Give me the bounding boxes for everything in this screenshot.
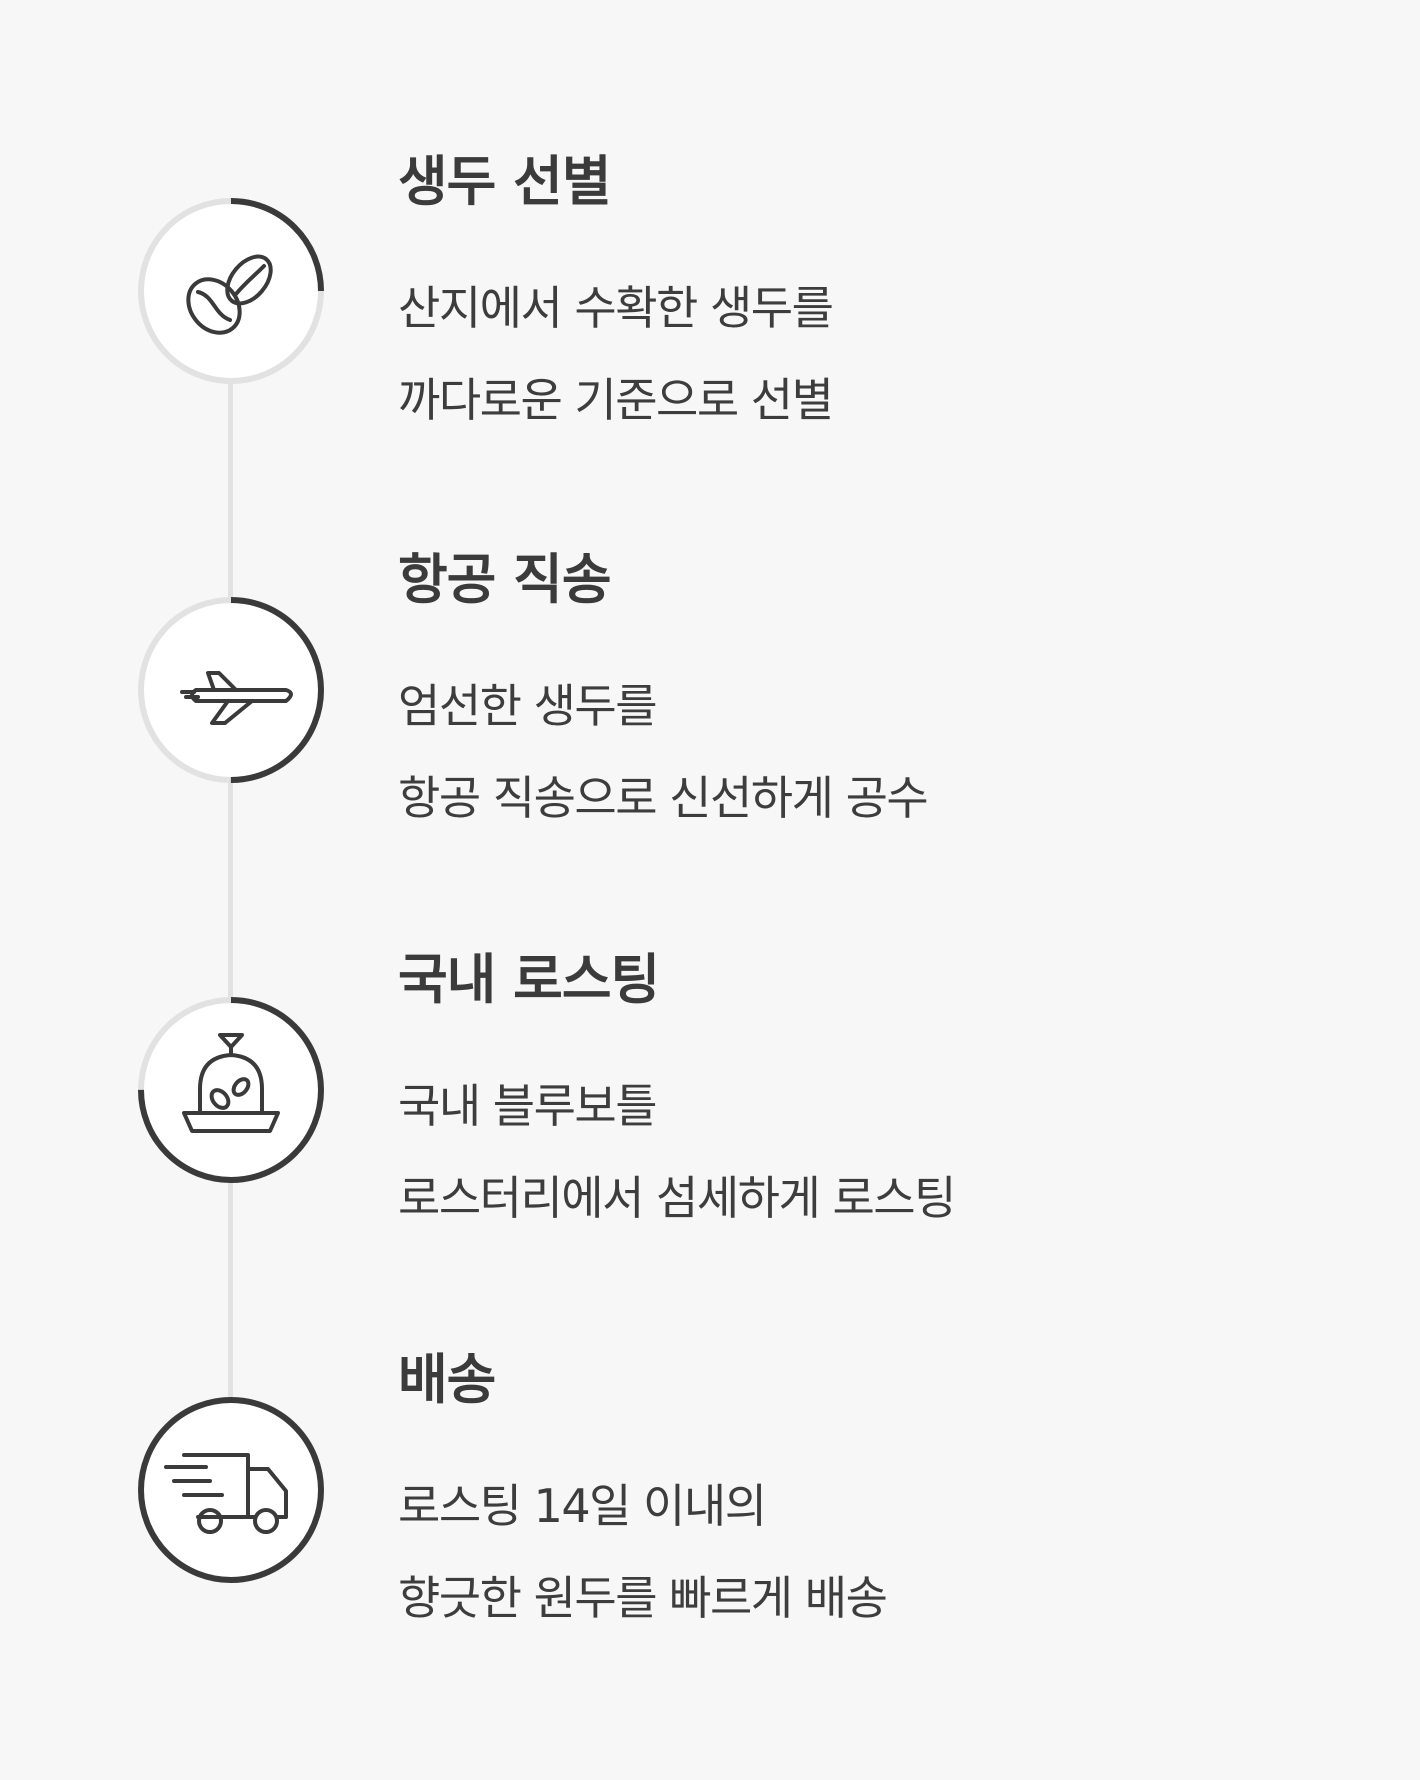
step-2-title: 항공 직송 xyxy=(398,548,612,611)
step-2-progress-ring xyxy=(138,597,324,783)
step-2-icon-circle xyxy=(136,595,326,785)
step-4-title: 배송 xyxy=(398,1348,496,1411)
step-2-description: 엄선한 생두를 항공 직송으로 신선하게 공수 xyxy=(398,660,929,844)
step-4-progress-ring xyxy=(138,1397,324,1583)
step-4-desc-line-2: 향긋한 원두를 빠르게 배송 xyxy=(398,1571,888,1625)
roaster-icon xyxy=(182,1033,280,1133)
step-1-description: 산지에서 수확한 생두를 까다로운 기준으로 선별 xyxy=(398,262,834,446)
step-1-icon-circle xyxy=(136,196,326,386)
delivery-truck-icon xyxy=(164,1453,288,1534)
step-3-icon-circle xyxy=(136,995,326,1185)
step-4-desc-line-1: 로스팅 14일 이내의 xyxy=(398,1479,767,1533)
step-3-progress-ring xyxy=(138,997,324,1183)
step-4-description: 로스팅 14일 이내의 향긋한 원두를 빠르게 배송 xyxy=(398,1460,888,1644)
step-3-desc-line-1: 국내 블루보틀 xyxy=(398,1079,658,1133)
step-1-desc-line-1: 산지에서 수확한 생두를 xyxy=(398,281,834,335)
coffee-bean-icon xyxy=(186,254,273,335)
step-3-title: 국내 로스팅 xyxy=(398,948,660,1011)
step-1-progress-ring xyxy=(138,198,324,384)
airplane-icon xyxy=(180,671,293,725)
step-4-icon-circle xyxy=(136,1395,326,1585)
step-1-title: 생두 선별 xyxy=(398,150,612,213)
step-2-desc-line-2: 항공 직송으로 신선하게 공수 xyxy=(398,771,929,825)
step-3-desc-line-2: 로스터리에서 섬세하게 로스팅 xyxy=(398,1171,956,1225)
timeline-connector-line xyxy=(228,288,233,1488)
step-1-desc-line-2: 까다로운 기준으로 선별 xyxy=(398,373,834,427)
step-2-desc-line-1: 엄선한 생두를 xyxy=(398,679,658,733)
step-3-description: 국내 블루보틀 로스터리에서 섬세하게 로스팅 xyxy=(398,1060,956,1244)
